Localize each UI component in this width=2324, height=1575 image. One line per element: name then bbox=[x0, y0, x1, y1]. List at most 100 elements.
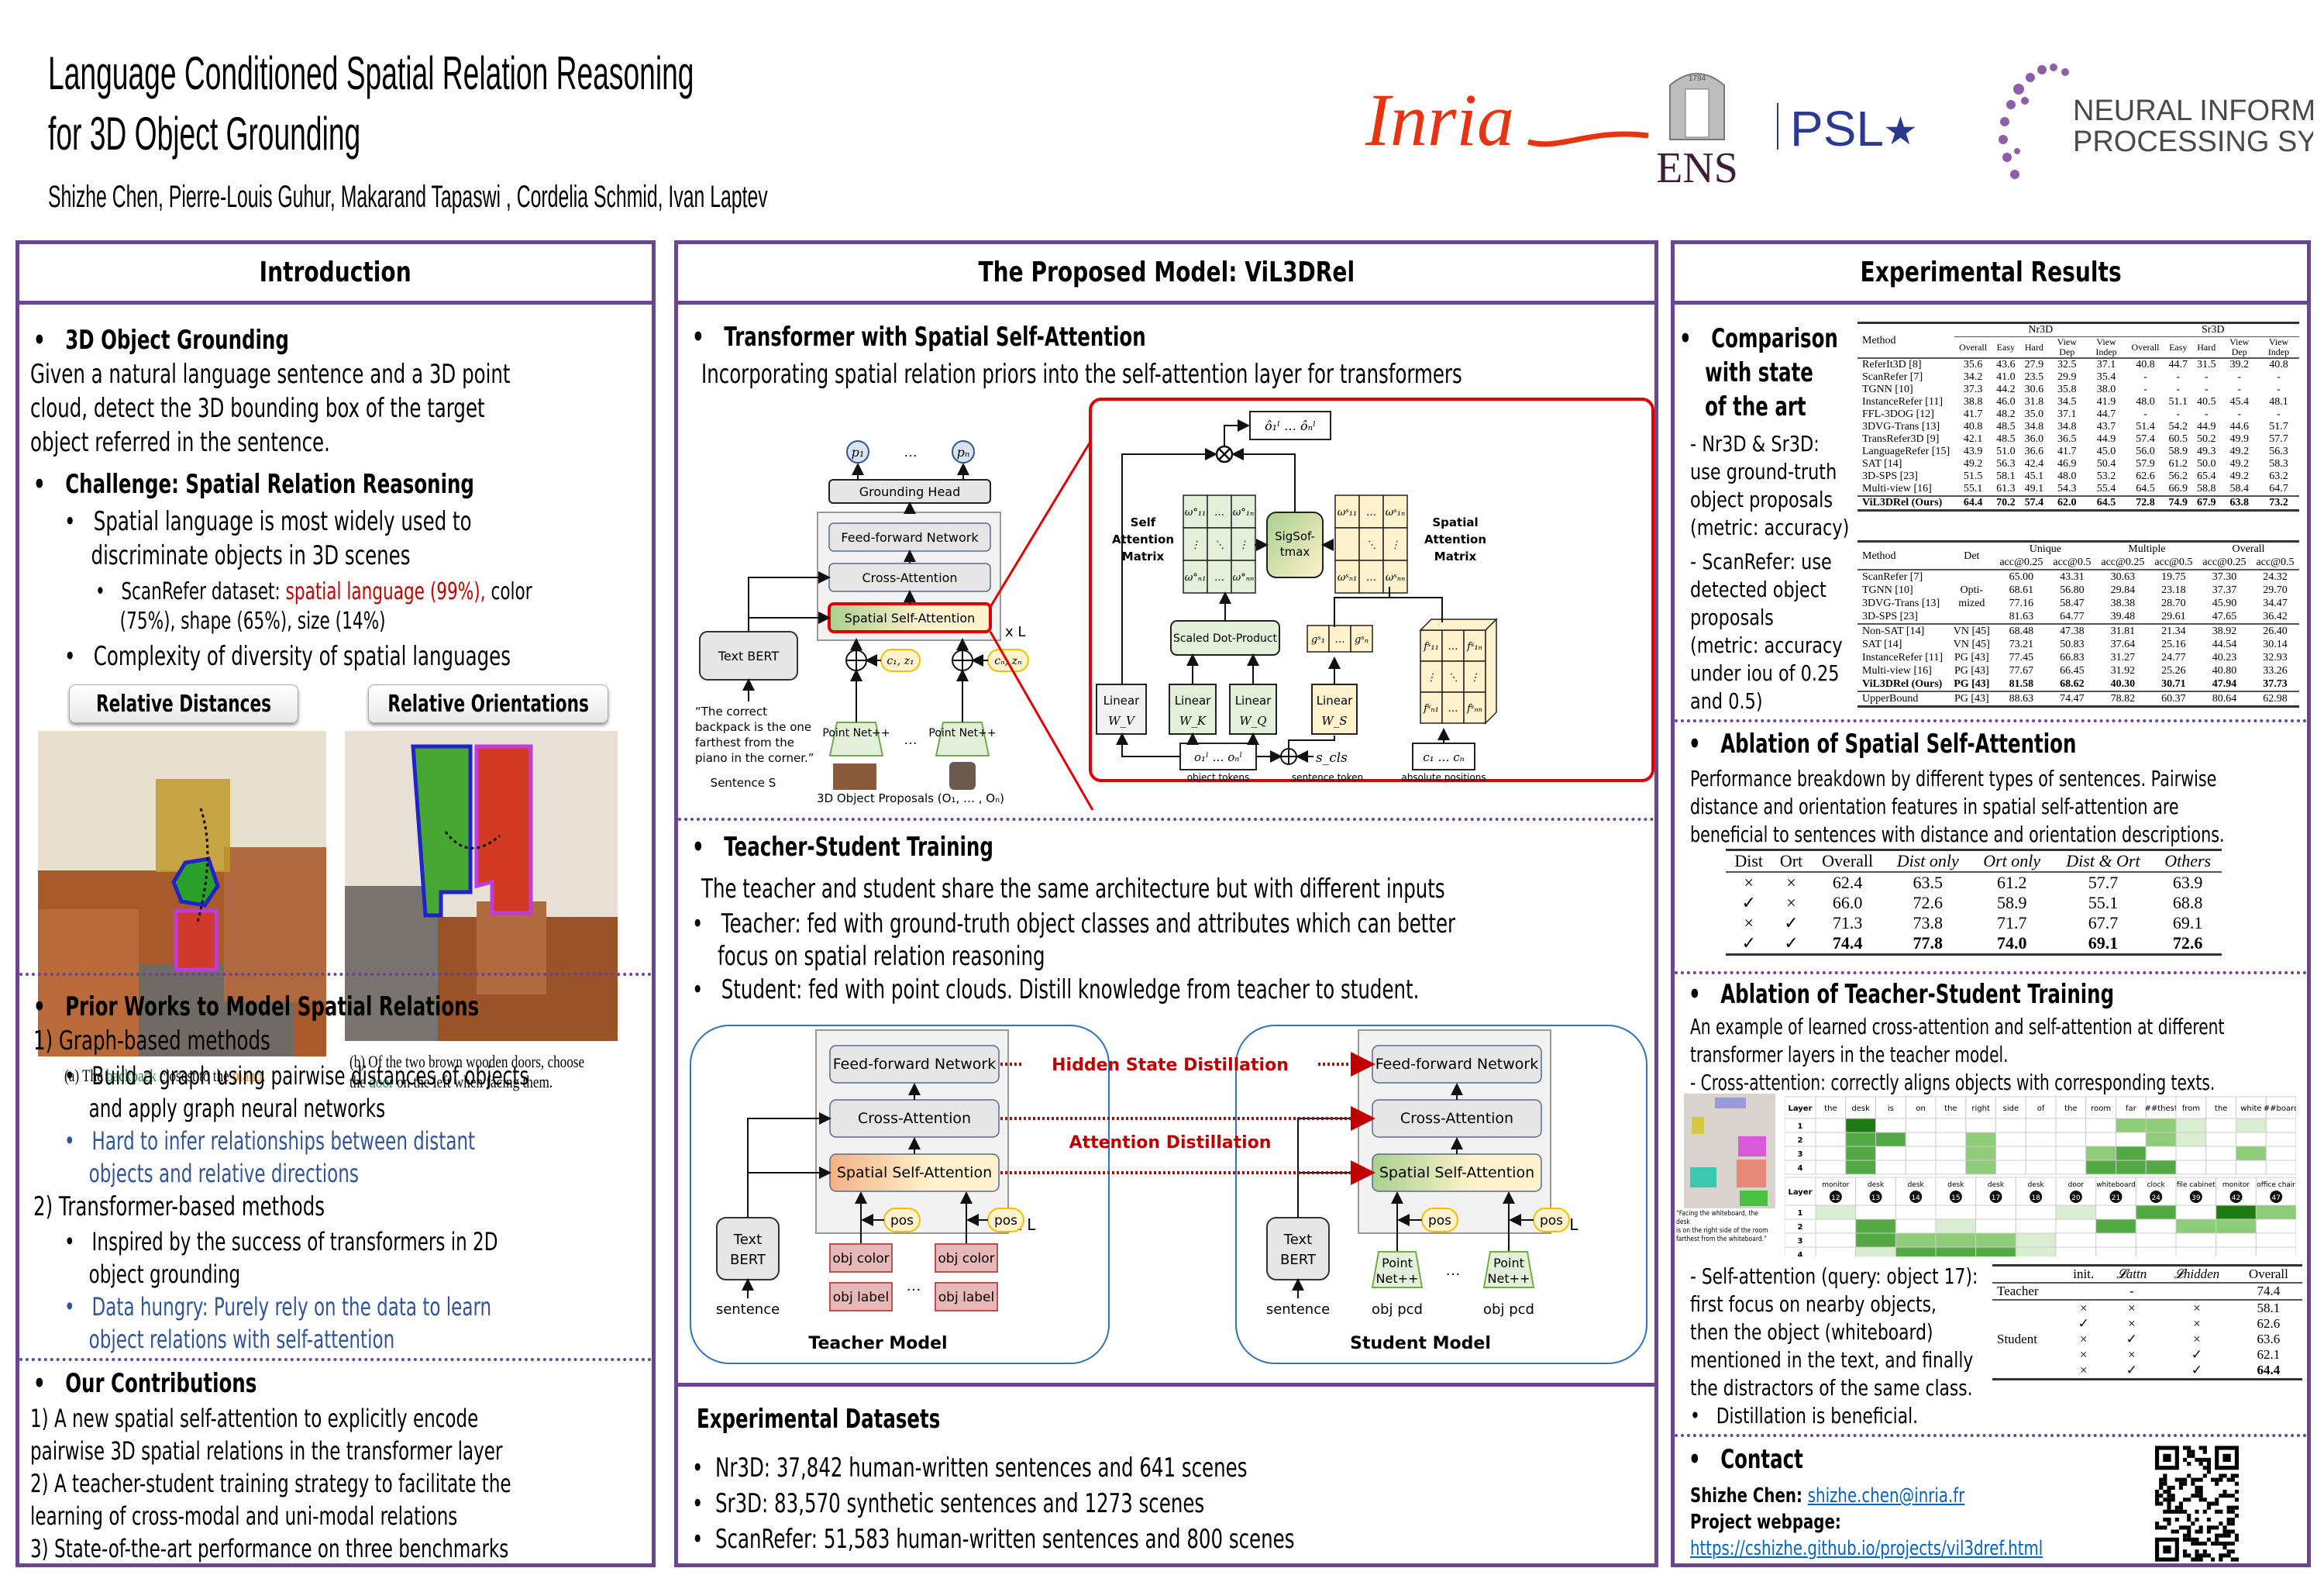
matrix-cell bbox=[1183, 527, 1208, 561]
project-webpage-link[interactable]: https://cshizhe.github.io/projects/vil3d… bbox=[1690, 1537, 2043, 1560]
teacher-student-title: • Teacher-Student Training bbox=[692, 832, 993, 863]
divider bbox=[1675, 971, 2307, 974]
text-line: Performance breakdown by different types… bbox=[1690, 766, 2217, 791]
text-line: Teacher: fed with ground-truth object cl… bbox=[721, 908, 1456, 939]
table-cell: 61.3 bbox=[1996, 483, 2016, 495]
teacher-cross-attention-label: Cross-Attention bbox=[858, 1110, 971, 1127]
sentence-cls-token: s_cls bbox=[1316, 750, 1348, 766]
matrix-cell-label: ω°ₙ₁ bbox=[1185, 572, 1207, 584]
self-attn-label: Attention bbox=[1112, 532, 1174, 546]
table-cell: Opti- mized bbox=[1958, 584, 1985, 609]
heatmap-header-cell bbox=[1845, 1096, 1876, 1119]
cross-attention-label: Cross-Attention bbox=[862, 570, 957, 585]
table-cell: 65.00 bbox=[2009, 571, 2034, 583]
text-line: mentioned in the text, and finally bbox=[1690, 1347, 1974, 1373]
self-attn-label: Matrix bbox=[1122, 550, 1165, 563]
heatmap-cell bbox=[2095, 1218, 2136, 1234]
heatmap-cell bbox=[1965, 1132, 1996, 1147]
heatmap-cell bbox=[1815, 1118, 1847, 1133]
table-cell: - bbox=[2176, 408, 2181, 420]
heatmap-token-label: side bbox=[2003, 1105, 2019, 1113]
scanrefer-highlight: spatial language (99%), bbox=[285, 578, 486, 605]
table-cell: 41.7 bbox=[1963, 408, 1983, 420]
heatmap-cell bbox=[1875, 1132, 1906, 1147]
divider bbox=[678, 818, 1654, 821]
heatmap-token-label: clock bbox=[2147, 1181, 2166, 1189]
table-cell: TGNN [10] bbox=[1862, 584, 1913, 596]
heatmap-cell bbox=[2145, 1118, 2177, 1133]
teacher-ffn-label: Feed-forward Network bbox=[833, 1056, 996, 1073]
challenge-title: • Challenge: Spatial Relation Reasoning bbox=[33, 469, 474, 500]
matrix-cell bbox=[1350, 625, 1373, 653]
heatmap-token-label: far bbox=[2126, 1105, 2137, 1113]
matrix-cell-label: … bbox=[1366, 507, 1376, 519]
heatmap-layer-label: 1 bbox=[1798, 1122, 1803, 1131]
matrix-cell bbox=[1334, 560, 1360, 594]
table-cell: 74.0 bbox=[1996, 933, 2027, 953]
table-cell: 36.5 bbox=[2057, 433, 2077, 445]
heatmap-cell bbox=[2135, 1246, 2177, 1256]
matrix-cell bbox=[1382, 560, 1408, 594]
heatmap-header-cell bbox=[1875, 1096, 1906, 1119]
object-id-badge bbox=[1869, 1191, 1882, 1203]
table-cell: ScanRefer [7] bbox=[1862, 571, 1923, 583]
table-cell: ✓ bbox=[1784, 933, 1799, 953]
comparison-note-1: - Nr3D & Sr3D: use ground-truth object p… bbox=[1690, 430, 1849, 542]
table-cell: 32.5 bbox=[2057, 359, 2077, 370]
table-cell: SAT [14] bbox=[1862, 458, 1902, 470]
table-cell: ✓ bbox=[1741, 893, 1756, 912]
g-vector: gˢ₁…gˢₙ bbox=[1307, 625, 1373, 653]
table-cell: 41.9 bbox=[2096, 396, 2116, 408]
object-id-badge bbox=[1949, 1191, 1962, 1203]
heatmap-cell bbox=[1935, 1146, 1967, 1161]
table-cell: 36.0 bbox=[2024, 433, 2044, 445]
table-cell: 68.61 bbox=[2009, 584, 2034, 596]
table-cell: 53.2 bbox=[2096, 470, 2116, 482]
table-cell: 44.9 bbox=[2096, 433, 2116, 445]
contact-email-link[interactable]: shizhe.chen@inria.fr bbox=[1807, 1484, 1965, 1508]
heatmap-token-label: right bbox=[1971, 1105, 1990, 1113]
table-cell: 71.3 bbox=[1832, 913, 1863, 932]
table-cell: 37.30 bbox=[2212, 571, 2237, 583]
table-cell: ✓ bbox=[2191, 1347, 2202, 1362]
output-tokens-box bbox=[1249, 411, 1331, 440]
student-cross-attention-label: Cross-Attention bbox=[1400, 1110, 1513, 1127]
heatmap-cell bbox=[2175, 1218, 2217, 1234]
student-model-label: Student Model bbox=[1350, 1334, 1491, 1353]
table-cell: - bbox=[2237, 408, 2242, 420]
table-cell: 44.6 bbox=[2229, 421, 2249, 433]
text-line: “Facing the whiteboard, the desk bbox=[1676, 1210, 1759, 1226]
table-cell: - bbox=[2277, 384, 2281, 395]
linear-label: Linear bbox=[1235, 694, 1272, 708]
object-id-badge bbox=[2030, 1191, 2043, 1203]
matrix-cell-label: ωˢ₁ₙ bbox=[1386, 507, 1405, 519]
heatmap-cell bbox=[2055, 1218, 2097, 1234]
table-cell: VN [45] bbox=[1953, 626, 1990, 637]
table-cell: × bbox=[1786, 893, 1796, 912]
table-cell: ✓ bbox=[1784, 913, 1799, 932]
table-cell: × bbox=[2193, 1301, 2201, 1315]
matrix-cell-label: ωˢₙ₁ bbox=[1338, 572, 1357, 584]
table-cell: 40.8 bbox=[1963, 421, 1983, 433]
text-line: Student: fed with point clouds. Distill … bbox=[721, 974, 1420, 1005]
text-line: beneficial to sentences with distance an… bbox=[1690, 822, 2225, 847]
scanrefer-prefix: ScanRefer dataset: bbox=[121, 578, 286, 605]
qr-code[interactable] bbox=[2155, 1446, 2239, 1562]
datasets-list: • Nr3D: 37,842 human-written sentences a… bbox=[692, 1453, 1295, 1555]
table-cell: 29.9 bbox=[2057, 371, 2077, 383]
dataset-item: Nr3D: 37,842 human-written sentences and… bbox=[715, 1453, 1248, 1484]
table-cell: 37.73 bbox=[2263, 678, 2288, 690]
text-line: objects and relative directions bbox=[88, 1159, 359, 1188]
challenge-title-text: Challenge: Spatial Relation Reasoning bbox=[65, 469, 474, 500]
divider bbox=[19, 973, 652, 976]
table-cell: 49.2 bbox=[2229, 458, 2249, 470]
table-cell: 37.3 bbox=[1963, 384, 1983, 395]
section-title-text: Ablation of Teacher-Student Training bbox=[1720, 979, 2115, 1010]
table-cell: ViL3DRel (Ours) bbox=[1862, 678, 1943, 690]
relative-orientations-label: Relative Orientations bbox=[368, 684, 608, 723]
author-list: Shizhe Chen, Pierre-Louis Guhur, Makaran… bbox=[48, 180, 768, 214]
table-cell: 63.9 bbox=[2172, 873, 2203, 892]
text-line: farthest from the whiteboard.” bbox=[1676, 1236, 1768, 1243]
